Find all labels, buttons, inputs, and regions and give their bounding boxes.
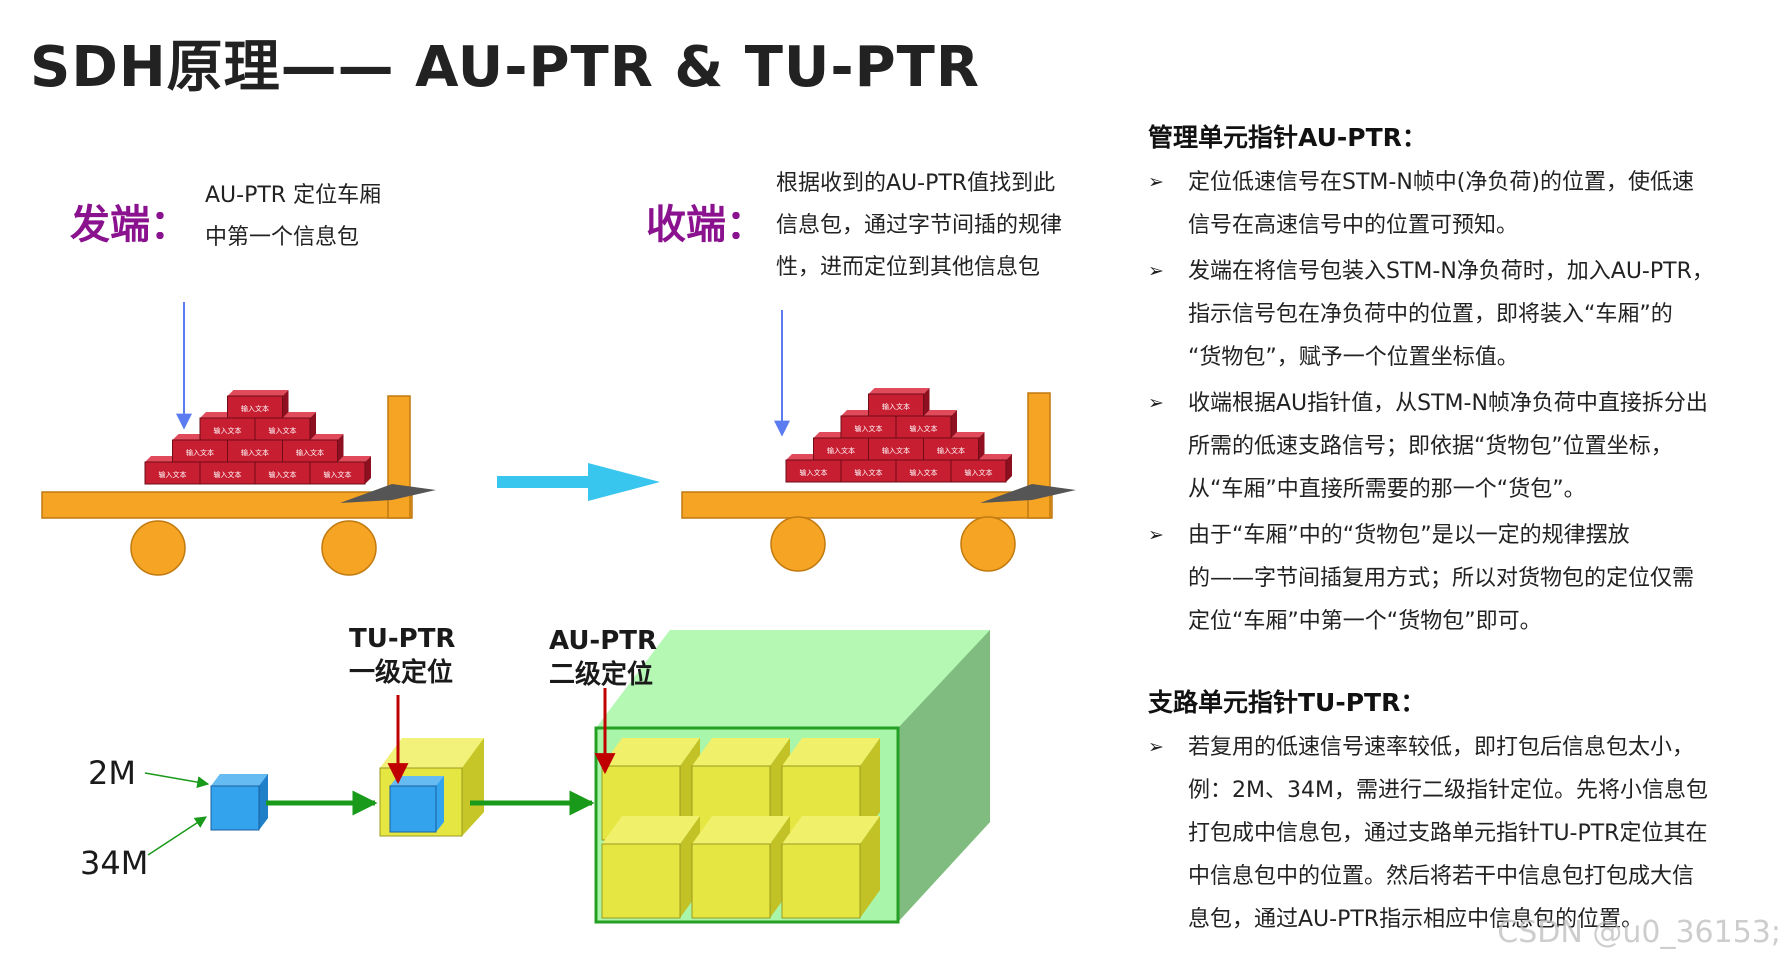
pointer-diagram: 输入文本输入文本输入文本输入文本输入文本输入文本输入文本输入文本输入文本输入文本… <box>41 302 1076 924</box>
bullet-text-line: 收端根据AU指针值，从STM-N帧净负荷中直接拆分出 <box>1188 391 1708 416</box>
bullet-item: ➢ 发端在将信号包装入STM-N净负荷时，加入AU-PTR， 指示信号包在净负荷中的… <box>1148 250 1778 379</box>
cargo-box-label: 输入文本 <box>324 470 352 479</box>
input-34m-label: 34M <box>80 844 148 882</box>
send-note-line: AU-PTR 定位车厢 <box>205 183 382 208</box>
tu-ptr-sublabel: 一级定位 <box>349 657 453 688</box>
bullet-text-line: 由于“车厢”中的“货物包”是以一定的规律摆放 <box>1188 523 1630 548</box>
cargo-box-label: 输入文本 <box>214 426 242 435</box>
yellow-cube <box>601 816 700 919</box>
send-note: AU-PTR 定位车厢 中第一个信息包 <box>205 175 381 259</box>
cargo-box-label: 输入文本 <box>186 448 214 457</box>
transfer-arrow <box>497 463 660 501</box>
cargo-box-label: 输入文本 <box>827 446 855 455</box>
small-packet <box>210 774 268 831</box>
receive-note-line: 根据收到的AU-PTR值找到此 <box>776 171 1056 196</box>
bullet-item: ➢ 由于“车厢”中的“货物包”是以一定的规律摆放的——字节间插复用方式；所以对货物… <box>1148 514 1778 643</box>
cargo-stack-send: 输入文本输入文本输入文本输入文本输入文本输入文本输入文本输入文本输入文本输入文本 <box>144 390 371 485</box>
cargo-box-label: 输入文本 <box>800 468 828 477</box>
arrow-bullet-icon: ➢ <box>1148 171 1164 193</box>
tu-ptr-bullets: ➢ 若复用的低速信号速率较低，即打包后信息包太小， 例：2M、34M，需进行二级指针… <box>1148 726 1778 941</box>
cargo-box-label: 输入文本 <box>910 424 938 433</box>
au-ptr-sublabel: 二级定位 <box>549 659 653 690</box>
bullet-text-line: 定位低速信号在STM-N帧中(净负荷)的位置，使低速 <box>1188 170 1694 195</box>
cargo-box-label: 输入文本 <box>269 426 297 435</box>
bullet-text-line: “货物包”，赋予一个位置坐标值。 <box>1188 345 1519 370</box>
cargo-box-label: 输入文本 <box>882 446 910 455</box>
bullet-text-line: 若复用的低速信号速率较低，即打包后信息包太小， <box>1188 735 1695 760</box>
bullet-text-line: 发端在将信号包装入STM-N净负荷时，加入AU-PTR， <box>1188 259 1714 284</box>
cargo-box-label: 输入文本 <box>937 446 965 455</box>
input-arrow-2m <box>144 772 210 789</box>
receive-note: 根据收到的AU-PTR值找到此 信息包，通过字节间插的规律 性，进而定位到其他信… <box>776 163 1062 289</box>
receive-end-label: 收端： <box>646 202 766 248</box>
cargo-box-label: 输入文本 <box>965 468 993 477</box>
explanation-panel: 管理单元指针AU-PTR： ➢ 定位低速信号在STM-N帧中(净负荷)的位置，使低… <box>1148 118 1778 941</box>
arrow-bullet-icon: ➢ <box>1148 736 1164 758</box>
bullet-item: ➢ 若复用的低速信号速率较低，即打包后信息包太小， 例：2M、34M，需进行二级指针… <box>1148 726 1778 941</box>
receive-note-line: 信息包，通过字节间插的规律 <box>776 213 1063 238</box>
cargo-box: 输入文本 <box>227 390 289 419</box>
au-ptr-bullets: ➢ 定位低速信号在STM-N帧中(净负荷)的位置，使低速信号在高速信号中的位置可预… <box>1148 161 1778 643</box>
cargo-box-label: 输入文本 <box>855 468 883 477</box>
cargo-stack-receive: 输入文本输入文本输入文本输入文本输入文本输入文本输入文本输入文本输入文本输入文本 <box>785 388 1012 483</box>
cargo-box: 输入文本 <box>868 388 930 417</box>
send-end-label: 发端： <box>70 202 190 248</box>
au-ptr-label: AU-PTR <box>549 626 657 656</box>
yellow-cube <box>781 816 880 919</box>
bullet-text-line: 息包，通过AU-PTR指示相应中信息包的位置。 <box>1188 907 1644 932</box>
bullet-text-line: 中信息包中的位置。然后将若干中信息包打包成大信 <box>1188 864 1695 889</box>
tu-ptr-label: TU-PTR <box>349 624 455 654</box>
tu-ptr-heading: 支路单元指针TU-PTR： <box>1148 688 1426 717</box>
bullet-item: ➢ 收端根据AU指针值，从STM-N帧净负荷中直接拆分出所需的低速支路信号；即依据… <box>1148 382 1778 511</box>
cargo-box-label: 输入文本 <box>910 468 938 477</box>
cargo-box-label: 输入文本 <box>241 448 269 457</box>
bullet-text-line: 从“车厢”中直接所需要的那一个“货包”。 <box>1188 477 1586 502</box>
receive-note-line: 性，进而定位到其他信息包 <box>776 255 1041 280</box>
yellow-cube <box>691 816 790 919</box>
input-2m-label: 2M <box>88 754 136 792</box>
receive-cart: 输入文本输入文本输入文本输入文本输入文本输入文本输入文本输入文本输入文本输入文本 <box>681 310 1076 572</box>
au-ptr-heading: 管理单元指针AU-PTR： <box>1148 123 1427 152</box>
cargo-box-label: 输入文本 <box>269 470 297 479</box>
bullet-text-line: 指示信号包在净负荷中的位置，即将装入“车厢”的 <box>1188 302 1673 327</box>
cargo-box-label: 输入文本 <box>241 404 269 413</box>
arrow-bullet-icon: ➢ <box>1148 260 1164 282</box>
page-title: SDH原理—— AU-PTR & TU-PTR <box>30 35 980 100</box>
arrow-bullet-icon: ➢ <box>1148 392 1164 414</box>
bullet-item: ➢ 定位低速信号在STM-N帧中(净负荷)的位置，使低速信号在高速信号中的位置可预… <box>1148 161 1778 247</box>
bullet-text-line: 例：2M、34M，需进行二级指针定位。先将小信息包 <box>1188 778 1708 803</box>
bullet-text-line: 打包成中信息包，通过支路单元指针TU-PTR定位其在 <box>1188 821 1708 846</box>
cargo-box-label: 输入文本 <box>214 470 242 479</box>
medium-packet-grid <box>601 738 880 919</box>
cargo-box-label: 输入文本 <box>296 448 324 457</box>
cargo-box-label: 输入文本 <box>855 424 883 433</box>
cargo-box-label: 输入文本 <box>159 470 187 479</box>
bullet-text-line: 信号在高速信号中的位置可预知。 <box>1188 213 1519 238</box>
arrow-bullet-icon: ➢ <box>1148 524 1164 546</box>
medium-packet <box>379 738 484 837</box>
bullet-text-line: 的——字节间插复用方式；所以对货物包的定位仅需 <box>1188 566 1695 591</box>
watermark: CSDN @u0_36153; <box>1497 915 1781 950</box>
send-note-line: 中第一个信息包 <box>205 225 360 250</box>
send-cart: 输入文本输入文本输入文本输入文本输入文本输入文本输入文本输入文本输入文本输入文本 <box>41 302 436 576</box>
bullet-text-line: 定位“车厢”中第一个“货物包”即可。 <box>1188 609 1542 634</box>
bullet-text-line: 所需的低速支路信号；即依据“货物包”位置坐标， <box>1188 434 1673 459</box>
input-arrow-34m <box>147 816 208 856</box>
cargo-box-label: 输入文本 <box>882 402 910 411</box>
